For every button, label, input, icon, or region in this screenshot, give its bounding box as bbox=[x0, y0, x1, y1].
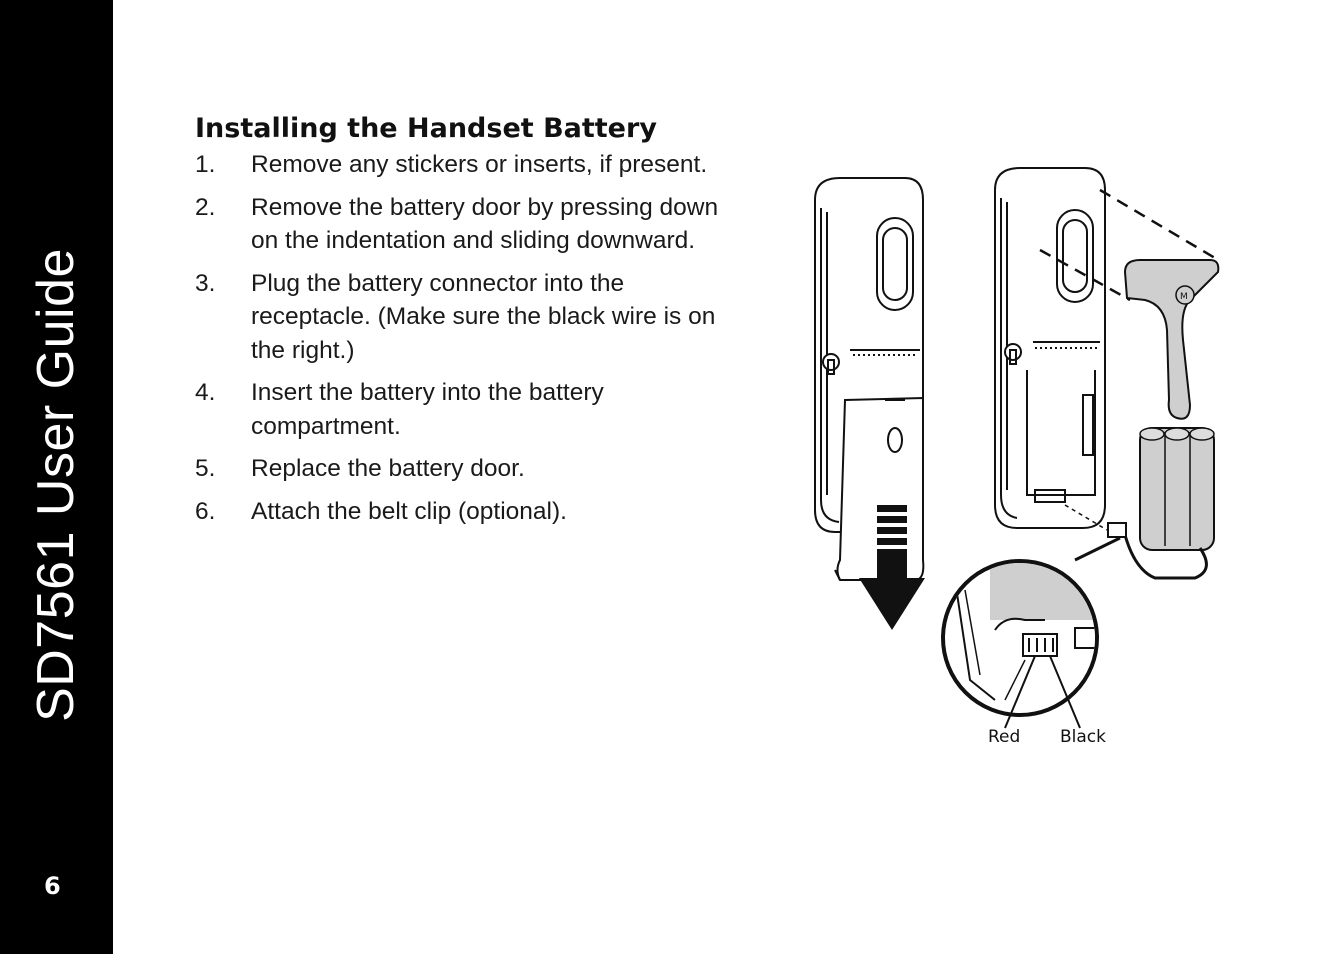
list-item: 5. Replace the battery door. bbox=[195, 452, 785, 486]
step-text: Insert the battery into the battery comp… bbox=[251, 379, 604, 440]
step-number: 6. bbox=[195, 497, 216, 525]
list-item: 2. Remove the battery door by pressing d… bbox=[195, 191, 785, 258]
black-wire-label: Black bbox=[1060, 727, 1106, 747]
connector-zoom-detail bbox=[941, 536, 1121, 729]
main-content: Installing the Handset Battery 1. Remove… bbox=[195, 113, 785, 537]
battery-pack bbox=[1064, 427, 1215, 580]
guide-title: SD7561 User Guide bbox=[27, 248, 85, 722]
red-wire-label: Red bbox=[988, 727, 1021, 747]
section-heading: Installing the Handset Battery bbox=[195, 113, 657, 144]
step-number: 2. bbox=[195, 193, 216, 221]
battery-installation-illustration: M bbox=[795, 160, 1235, 760]
page-number: 6 bbox=[44, 872, 61, 900]
handset-diagram: M bbox=[814, 167, 1220, 729]
step-text: Plug the battery connector into the rece… bbox=[251, 269, 716, 364]
steps-list: 1. Remove any stickers or inserts, if pr… bbox=[195, 148, 785, 528]
belt-clip: M bbox=[1123, 259, 1220, 420]
clip-guide-lines bbox=[1039, 188, 1216, 302]
step-number: 4. bbox=[195, 379, 216, 406]
step-text: Remove the battery door by pressing down… bbox=[251, 193, 719, 255]
down-arrow-icon bbox=[859, 505, 925, 630]
list-item: 3. Plug the battery connector into the r… bbox=[195, 267, 785, 368]
svg-text:M: M bbox=[1180, 292, 1188, 302]
step-number: 3. bbox=[195, 269, 216, 297]
step-text: Attach the belt clip (optional). bbox=[251, 497, 567, 525]
sidebar-band: SD7561 User Guide 6 bbox=[0, 0, 113, 954]
right-handset bbox=[994, 167, 1106, 529]
list-item: 1. Remove any stickers or inserts, if pr… bbox=[195, 148, 785, 182]
step-number: 5. bbox=[195, 455, 216, 482]
step-number: 1. bbox=[195, 151, 216, 178]
list-item: 4. Insert the battery into the battery c… bbox=[195, 376, 785, 443]
step-text: Remove any stickers or inserts, if prese… bbox=[251, 151, 708, 178]
list-item: 6. Attach the belt clip (optional). bbox=[195, 495, 785, 529]
step-text: Replace the battery door. bbox=[251, 455, 525, 482]
left-handset bbox=[814, 177, 925, 581]
